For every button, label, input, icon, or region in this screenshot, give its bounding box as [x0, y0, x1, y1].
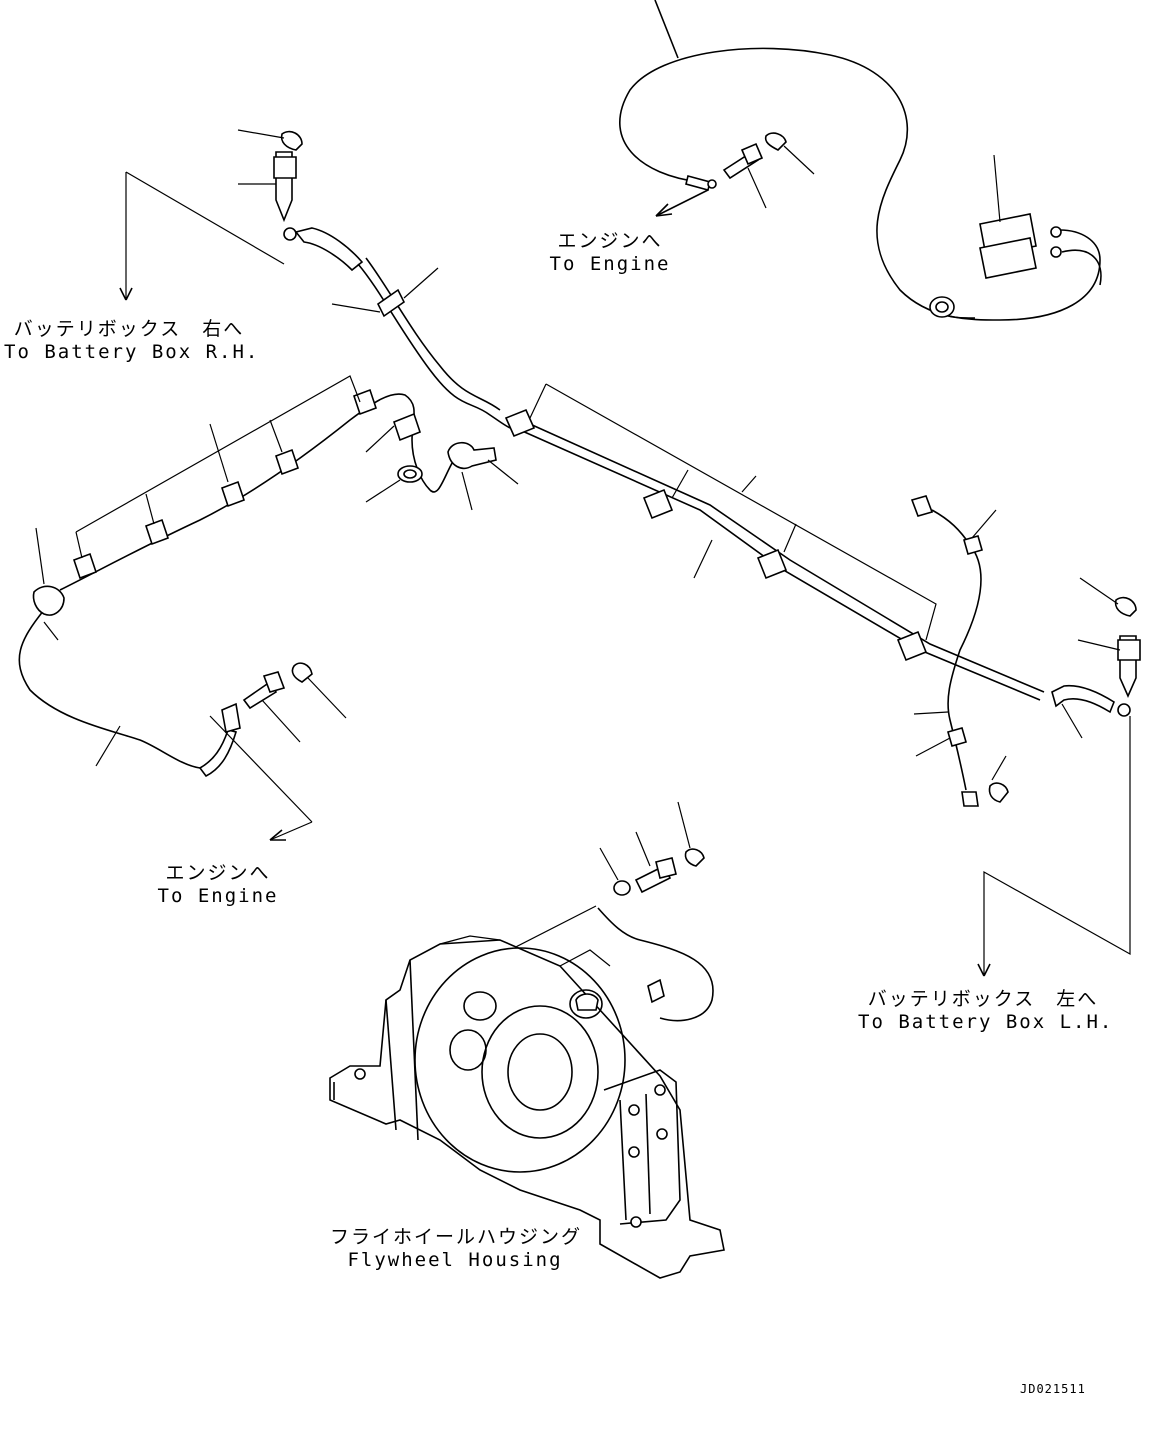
engine-ground-cable-left — [198, 662, 347, 841]
drawing-code: JD021511 — [1020, 1382, 1086, 1396]
label-engine-left: エンジンへ To Engine — [148, 862, 288, 908]
label-battery-lh: バッテリボックス 左へ To Battery Box L.H. — [858, 988, 1114, 1034]
battery-lh-cable — [910, 495, 1141, 977]
label-battery-rh-jp: バッテリボックス 右へ — [13, 318, 245, 340]
label-engine-left-en: To Engine — [157, 885, 279, 907]
label-flywheel-en: Flywheel Housing — [347, 1249, 563, 1271]
main-harness-with-clips — [504, 383, 1045, 701]
label-engine-top: エンジンへ To Engine — [540, 230, 680, 276]
left-harness-with-clips — [18, 375, 519, 769]
label-engine-left-jp: エンジンへ — [165, 862, 271, 884]
label-battery-rh: バッテリボックス 右へ To Battery Box R.H. — [4, 318, 260, 364]
label-battery-rh-en: To Battery Box R.H. — [4, 341, 260, 363]
flywheel-housing — [329, 935, 725, 1279]
battery-rh-cable — [119, 129, 521, 431]
label-flywheel: フライホイールハウジング Flywheel Housing — [330, 1226, 580, 1272]
label-engine-top-en: To Engine — [549, 253, 671, 275]
label-battery-lh-en: To Battery Box L.H. — [858, 1011, 1114, 1033]
label-flywheel-jp: フライホイールハウジング — [330, 1226, 583, 1248]
flywheel-ground-cable — [505, 801, 714, 1022]
engine-ground-cable-top — [619, 0, 1102, 321]
label-engine-top-jp: エンジンへ — [557, 230, 663, 252]
label-battery-lh-jp: バッテリボックス 左へ — [867, 988, 1099, 1010]
